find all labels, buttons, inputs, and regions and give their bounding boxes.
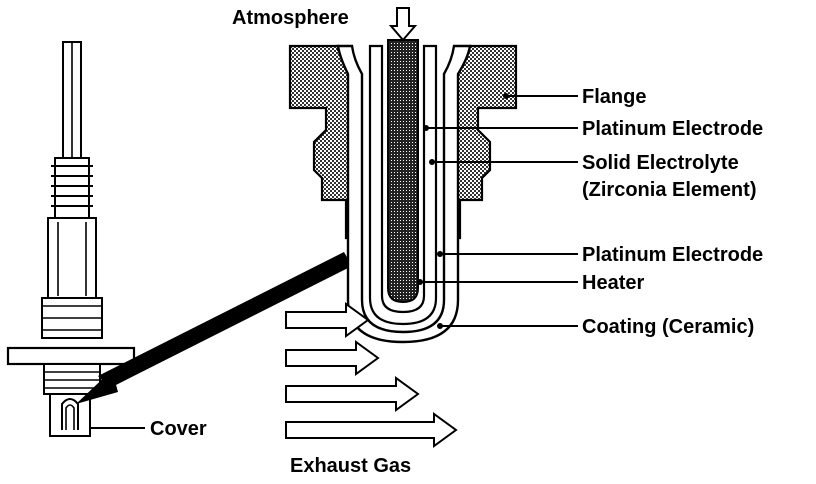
sensor-thread xyxy=(43,363,101,395)
label-exhaust-gas: Exhaust Gas xyxy=(290,455,411,477)
flange-housing-right xyxy=(450,44,518,240)
exhaust-arrow-4 xyxy=(285,412,458,448)
label-platinum-electrode-outer: Platinum Electrode xyxy=(582,244,763,266)
zirconia-element xyxy=(368,44,438,326)
exhaust-arrow-2 xyxy=(285,340,380,376)
sensor-body xyxy=(47,217,97,299)
label-heater: Heater xyxy=(582,272,644,294)
sensor-cross-section xyxy=(288,7,518,344)
label-cover: Cover xyxy=(150,418,207,440)
sensor-mounting-flange xyxy=(6,346,136,366)
leader-lines xyxy=(417,93,578,329)
exhaust-arrow-3 xyxy=(285,376,420,412)
label-atmosphere: Atmosphere xyxy=(232,7,349,29)
sensor-boot xyxy=(54,157,90,219)
label-flange: Flange xyxy=(582,86,646,108)
exhaust-gas-arrows xyxy=(285,302,458,448)
sensor-assembly xyxy=(6,41,145,437)
label-zirconia-element: (Zirconia Element) xyxy=(582,179,756,201)
atmosphere-arrow xyxy=(388,7,418,42)
label-solid-electrolyte: Solid Electrolyte xyxy=(582,152,739,174)
label-coating: Coating (Ceramic) xyxy=(582,316,754,338)
label-platinum-electrode-inner: Platinum Electrode xyxy=(582,118,763,140)
exhaust-arrow-1 xyxy=(285,302,370,338)
magnify-pointer-arrow xyxy=(76,252,352,404)
flange-housing-left xyxy=(288,44,356,240)
heater-rod xyxy=(387,39,419,304)
